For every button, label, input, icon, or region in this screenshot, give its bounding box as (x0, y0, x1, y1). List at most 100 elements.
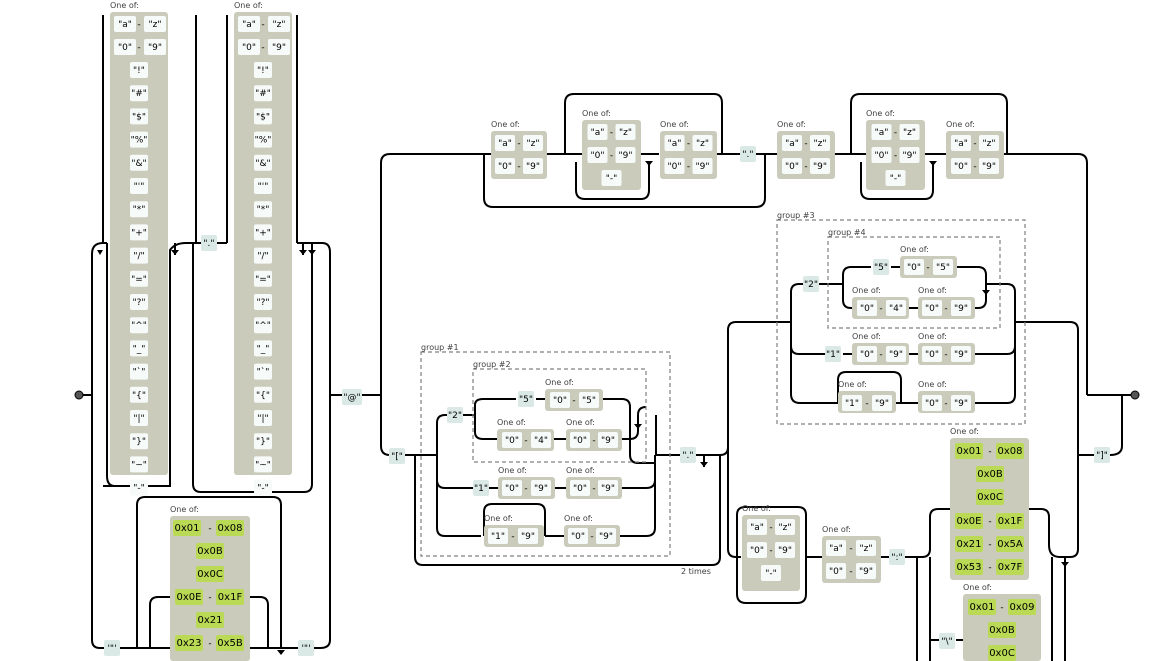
g3-lit-2 (803, 276, 819, 292)
col1-char-16 (130, 340, 148, 357)
g1-c4-0 (568, 528, 588, 544)
col1-char-9 (130, 178, 148, 194)
domain-choice2-d2: - (610, 151, 613, 161)
col1-range-9-text: "9" (148, 43, 162, 53)
domain-choice6-a-text: "a" (954, 139, 968, 149)
g3-lit-1-text: "1" (826, 350, 840, 360)
domain-choice2-z (615, 124, 636, 140)
open-bracket (389, 448, 405, 464)
hex2-0E (955, 513, 983, 529)
end-terminal (1130, 390, 1140, 400)
g2-c3-0-text: "0" (573, 436, 587, 446)
domain-choice5-hyphen-text: "-" (890, 174, 902, 184)
col2-range-9 (268, 39, 290, 55)
domain-choice6-z (979, 135, 999, 151)
g3-c3-9 (872, 395, 892, 411)
hex2-7F (996, 559, 1024, 575)
col1-char-18-text: "{" (132, 391, 146, 401)
v6-c2-a-text: "a" (829, 544, 843, 554)
g1-lit-2 (447, 407, 463, 423)
g1-c4-d: - (590, 532, 593, 542)
col2-char-20 (254, 433, 272, 450)
g2-choice2-caption: One of: (497, 418, 526, 427)
col2-range-a (238, 16, 260, 32)
start-terminal (74, 390, 84, 400)
hex2-53 (955, 559, 983, 575)
col2-char-10-text: "*" (257, 205, 270, 215)
g4-c2-0 (857, 300, 877, 316)
hex3-01 (968, 599, 996, 615)
group-boxes (420, 219, 1026, 557)
g2-c2-0-text: "0" (505, 436, 519, 446)
v6-c2-z (856, 540, 876, 556)
v6-c2-d2: - (849, 567, 852, 577)
domain-choice4-z (810, 135, 830, 151)
domain-choice6-0-text: "0" (954, 162, 968, 172)
hex1-1F (216, 589, 244, 605)
hex3-0C (988, 645, 1016, 661)
g4-c3-d: - (944, 304, 947, 314)
g1-c2-0 (570, 480, 590, 496)
hex1-5B (216, 635, 244, 651)
hex2-d4: - (988, 563, 991, 573)
hex3-09 (1008, 599, 1036, 615)
col1-char-7-text: "%" (131, 136, 148, 146)
g4-c1-d: - (926, 263, 929, 273)
v6-choice1-0 (747, 542, 767, 558)
col1-range-0 (114, 39, 136, 55)
hex-choice2 (950, 438, 1029, 580)
domain-choice2-0-text: "0" (590, 151, 604, 161)
col1-char-7 (130, 131, 148, 148)
hex1-08-text: 0x08 (217, 523, 242, 534)
hex2-d2: - (988, 517, 991, 527)
domain-choice6-z-text: "z" (982, 139, 995, 149)
col1-char-10-text: "*" (133, 205, 146, 215)
col2-char-21-text: "~" (255, 460, 271, 470)
g2-c2-4-text: "4" (534, 436, 548, 446)
hex2-0C-text: 0x0C (977, 492, 1003, 503)
v6-choice1-a-text: "a" (750, 523, 764, 533)
group2-label: group #2 (473, 360, 511, 369)
col2-char-14 (254, 294, 272, 310)
domain-choice2-d1: - (610, 128, 613, 138)
quote-close-text: '"' (301, 644, 310, 654)
g1-lit-2-text: "2" (448, 411, 462, 421)
hex1-08 (216, 520, 244, 536)
g1-choice3-caption: One of: (484, 514, 513, 523)
domain-choice1-z-text: "z" (526, 139, 539, 149)
nodes: One of:"a"-"z""0"-"9""!""#""$""%""&""'""… (104, 1, 1110, 661)
col1-char-6 (130, 108, 148, 125)
hex1-0B (196, 543, 224, 559)
col2-range-z (268, 16, 290, 32)
domain-choice1-d1: - (517, 139, 520, 149)
domain-choice2-9 (615, 147, 636, 163)
domain-choice6-9 (979, 158, 999, 174)
g3-c4-9-text: "9" (954, 399, 968, 409)
domain-choice5-a-text: "a" (875, 128, 889, 138)
hex1-d3: - (208, 639, 211, 649)
hex2-21-text: 0x21 (956, 539, 981, 550)
at-sign-text: "@" (343, 393, 360, 403)
g3-c2-9-text: "9" (954, 350, 968, 360)
g2-choice3-caption: One of: (566, 418, 595, 427)
domain-choice5-0-text: "0" (874, 151, 888, 161)
hex1-0E (175, 589, 203, 605)
g3-c1-0-text: "0" (860, 350, 874, 360)
g1-c2-9 (598, 480, 618, 496)
g3-c4-9 (951, 395, 971, 411)
hex2-08-text: 0x08 (997, 446, 1022, 457)
domain-choice1-0-text: "0" (498, 162, 512, 172)
g4-lit-5 (873, 259, 889, 275)
g1-lit-1 (473, 480, 489, 496)
hex-choice3-caption: One of: (963, 583, 992, 592)
g1-c4-9 (596, 528, 616, 544)
group3-label: group #3 (777, 211, 815, 220)
col1-char-4 (130, 62, 148, 78)
col2-char-22-text: "-" (257, 484, 269, 494)
g3-c4-0 (922, 395, 942, 411)
col1-dash1: - (137, 20, 140, 30)
g1-c1-d: - (524, 484, 527, 494)
hex3-09-text: 0x09 (1009, 602, 1034, 613)
g3-c2-0-text: "0" (925, 350, 939, 360)
